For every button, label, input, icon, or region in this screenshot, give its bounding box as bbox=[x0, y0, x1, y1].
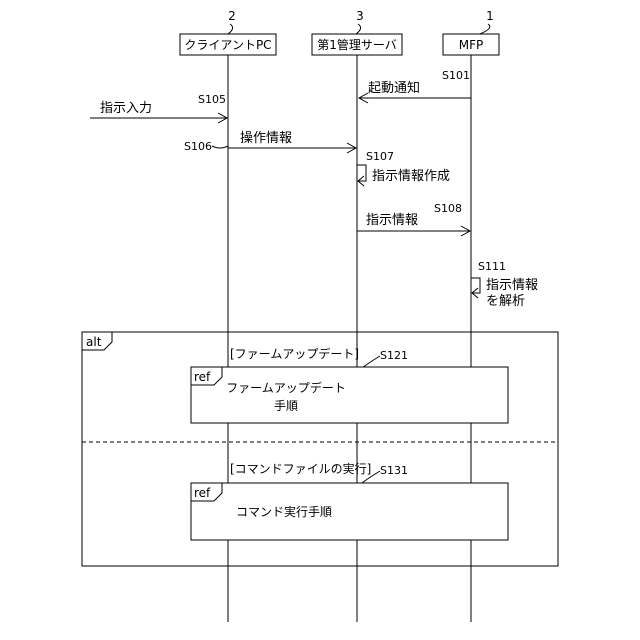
step-s106: S106 bbox=[184, 140, 212, 153]
participant-leader-client-pc bbox=[228, 24, 233, 34]
message-label-s106: 操作情報 bbox=[240, 130, 292, 146]
step-s111: S111 bbox=[478, 260, 506, 273]
ref-tag-operand2: ref bbox=[194, 486, 211, 500]
ref-label-operand1-line2: 手順 bbox=[274, 399, 298, 413]
step-s121: S121 bbox=[380, 349, 408, 362]
participant-name-management-server: 第1管理サーバ bbox=[317, 37, 397, 52]
message-arrow-s111 bbox=[471, 278, 480, 293]
step-s108: S108 bbox=[434, 202, 462, 215]
step-s105: S105 bbox=[198, 93, 226, 106]
participant-number-client-pc: 2 bbox=[228, 9, 236, 23]
guard-operand1: [ファームアップデート] bbox=[230, 346, 359, 361]
participant-number-management-server: 3 bbox=[356, 9, 364, 23]
participant-leader-management-server bbox=[356, 24, 361, 34]
participant-name-mfp: MFP bbox=[459, 38, 484, 52]
participant-name-client-pc: クライアントPC bbox=[184, 38, 271, 52]
step-leader-s106 bbox=[212, 146, 228, 148]
message-label-s111-line1: 指示情報 bbox=[486, 278, 538, 293]
message-label-s107: 指示情報作成 bbox=[372, 169, 450, 184]
ref-label-operand1-line1: ファームアップデート bbox=[226, 380, 346, 395]
step-s131: S131 bbox=[380, 464, 408, 477]
message-label-s101: 起動通知 bbox=[368, 80, 420, 96]
message-label-s108: 指示情報 bbox=[366, 213, 418, 228]
ref-box-operand1 bbox=[191, 367, 508, 423]
message-label-s105: 指示入力 bbox=[100, 101, 152, 116]
step-s101: S101 bbox=[442, 69, 470, 82]
ref-tag-operand1: ref bbox=[194, 370, 211, 384]
alt-tag: alt bbox=[86, 335, 102, 349]
message-label-s111-line2: を解析 bbox=[486, 294, 525, 309]
guard-operand2: [コマンドファイルの実行] bbox=[230, 461, 371, 476]
step-leader-s121 bbox=[362, 356, 380, 368]
ref-label-operand2: コマンド実行手順 bbox=[236, 504, 332, 519]
step-s107: S107 bbox=[366, 150, 394, 163]
participant-leader-mfp bbox=[480, 24, 490, 34]
participant-number-mfp: 1 bbox=[486, 9, 494, 23]
